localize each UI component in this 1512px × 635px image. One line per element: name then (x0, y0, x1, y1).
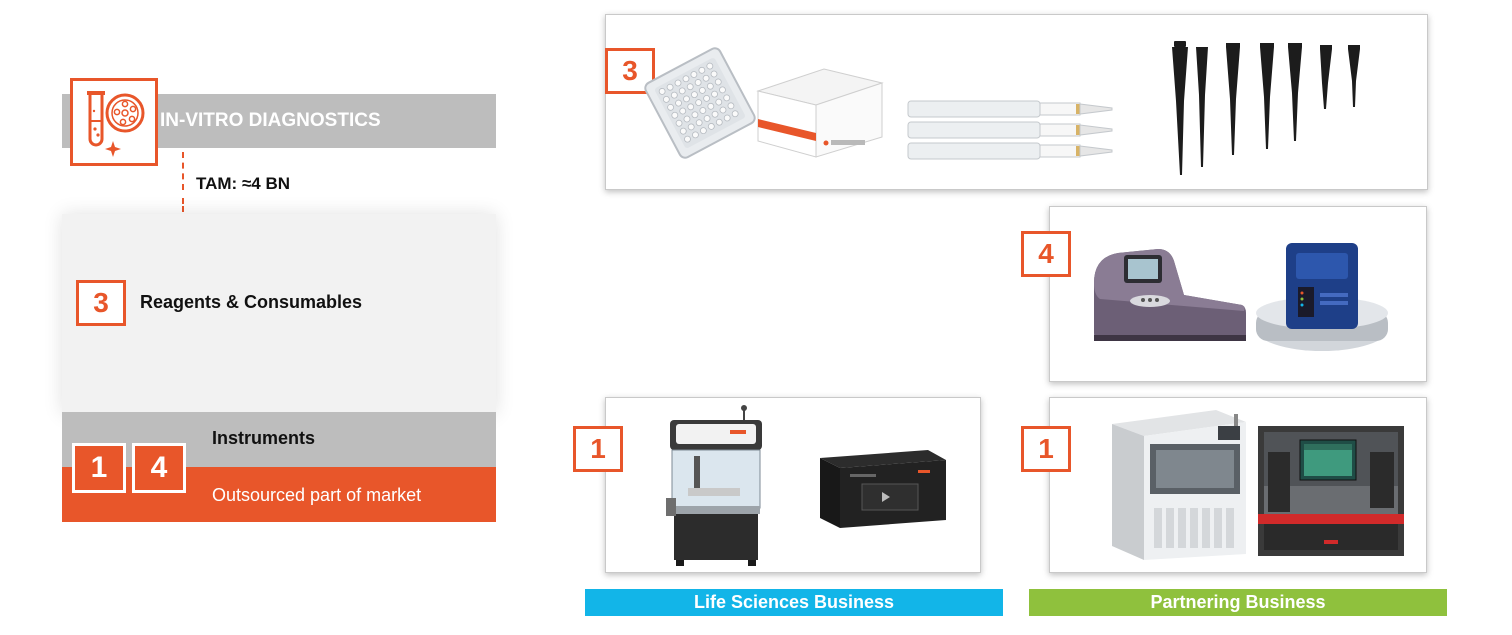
consumables-panel: 3 (605, 14, 1428, 190)
outsourced-number-badge-4: 4 (132, 443, 186, 493)
cartridge-strips-image (907, 100, 1113, 160)
partnering-number-badge: 1 (1021, 426, 1071, 472)
diagnostic-system-image (1258, 426, 1404, 556)
life-sciences-business-banner: Life Sciences Business (585, 589, 1003, 616)
automated-analyzer-image (1112, 410, 1246, 560)
reagent-kit-box-image (756, 68, 884, 158)
partnering-instruments-panel: 1 (1021, 397, 1427, 573)
segment-title: IN-VITRO DIAGNOSTICS (160, 110, 381, 131)
benchtop-analyzer-image (1094, 249, 1246, 341)
connector-line-lower (182, 198, 184, 220)
reagents-panel (62, 214, 496, 414)
reagents-number-badge: 3 (76, 280, 126, 326)
reagents-label: Reagents & Consumables (140, 292, 363, 312)
compact-analyzer-image (1256, 243, 1388, 351)
life-sciences-instruments-panel: 1 (573, 397, 981, 573)
connector-line (182, 152, 184, 190)
outsourced-number-badge-1: 1 (72, 443, 126, 493)
compact-analyzers-panel: 4 (1021, 206, 1427, 382)
outsourced-label: Outsourced part of market (212, 485, 422, 505)
pipette-tips-image (1172, 41, 1360, 175)
test-tube-and-petri-dish-icon (70, 78, 158, 166)
liquid-handling-workstation-image (666, 405, 762, 566)
life-sciences-number-badge: 1 (573, 426, 623, 472)
partnering-business-banner: Partnering Business (1029, 589, 1447, 616)
microplate-image (644, 47, 756, 159)
plate-reader-image (820, 450, 946, 528)
tam-label: TAM: ≈4 BN (196, 174, 291, 193)
instruments-label: Instruments (212, 428, 316, 448)
compact-analyzers-number-badge: 4 (1021, 231, 1071, 277)
